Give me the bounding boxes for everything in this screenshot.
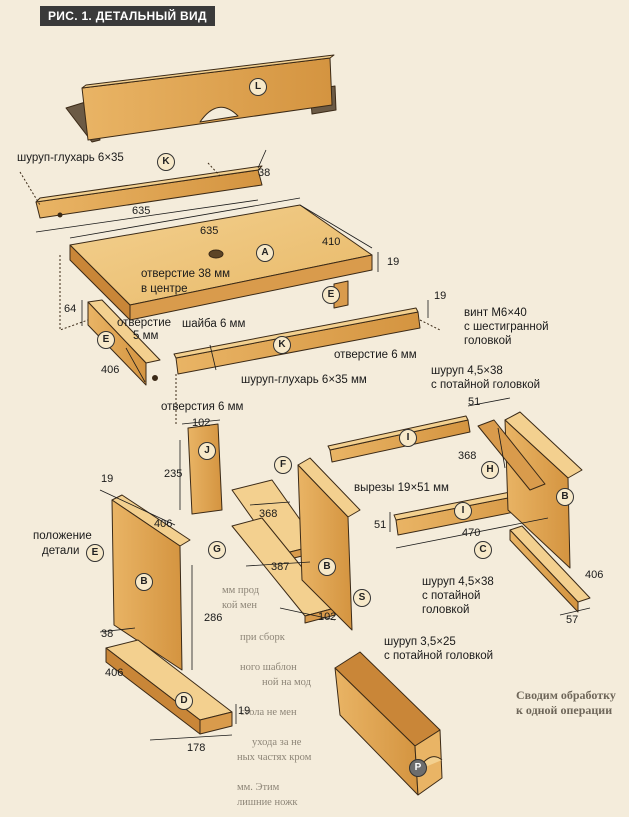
part-D — [105, 639, 233, 735]
part-badge-E: E — [86, 544, 104, 562]
bg-heading: Сводим обработку — [516, 688, 616, 702]
dim-406: 406 — [154, 518, 173, 530]
dim-635: 635 — [200, 225, 219, 237]
part-badge-I: I — [399, 429, 417, 447]
label-hole-5: отверстие — [117, 317, 172, 329]
part-badge-L: L — [249, 78, 267, 96]
part-badge-J: J — [198, 442, 216, 460]
dim-19: 19 — [101, 473, 114, 485]
bg-line: ухода за не — [252, 737, 302, 748]
bg-line: стола не мен — [240, 707, 297, 718]
part-badge-B: B — [556, 488, 574, 506]
dim-19: 19 — [238, 705, 251, 717]
label-holes-6: отверстия 6 мм — [161, 401, 244, 413]
bg-line: при сборк — [240, 632, 285, 643]
dim-178: 178 — [187, 742, 206, 754]
dim-19: 19 — [387, 256, 400, 268]
label-screw45-low: шуруп 4,5×38 — [422, 576, 494, 588]
part-badge-I: I — [454, 502, 472, 520]
dim-410: 410 — [322, 236, 341, 248]
label-position: положение — [33, 530, 92, 542]
label-screw35: шуруп 3,5×25 — [384, 636, 456, 648]
label-hole-38-b: в центре — [141, 283, 188, 295]
part-J — [187, 423, 223, 515]
dim-368: 368 — [458, 450, 477, 462]
dim-387: 387 — [271, 561, 290, 573]
part-badge-K: K — [157, 153, 175, 171]
dim-635: 635 — [132, 205, 151, 217]
part-badge-E: E — [322, 286, 340, 304]
dim-406: 406 — [585, 569, 604, 581]
part-badge-B: B — [318, 558, 336, 576]
label-screw45-low-b: с потайной — [422, 590, 481, 602]
dim-38: 38 — [101, 628, 114, 640]
part-A — [69, 204, 373, 321]
part-badge-H: H — [481, 461, 499, 479]
part-frame-right — [327, 411, 583, 569]
label-screw35-b: с потайной головкой — [384, 650, 494, 662]
bg-line: ного шаблон — [240, 662, 297, 673]
bg-line: кой мен — [222, 600, 257, 611]
label-screw45-top-b: с потайной головкой — [431, 379, 541, 391]
label-lag-screw-top: шуруп-глухарь 6×35 — [17, 152, 124, 164]
label-screw45-low-c: головкой — [422, 604, 470, 616]
dim-51: 51 — [374, 519, 387, 531]
dim-368: 368 — [259, 508, 278, 520]
dim-235: 235 — [164, 468, 183, 480]
bg-line: ной на мод — [262, 677, 311, 688]
part-badge-K: K — [273, 336, 291, 354]
dim-64: 64 — [64, 303, 77, 315]
label-hole-6: отверстие 6 мм — [334, 349, 417, 361]
part-badge-C: C — [474, 541, 492, 559]
dim-286: 286 — [204, 612, 223, 624]
label-machine-screw-c: головкой — [464, 335, 512, 347]
part-badge-A: A — [256, 244, 274, 262]
part-K-mid — [173, 307, 421, 375]
label-cutouts: вырезы 19×51 мм — [354, 482, 449, 494]
part-badge-F: F — [274, 456, 292, 474]
part-badge-G: G — [208, 541, 226, 559]
label-washer: шайба 6 мм — [182, 318, 246, 330]
dim-470: 470 — [462, 527, 481, 539]
dim-51: 51 — [468, 396, 481, 408]
part-B-mid — [297, 457, 361, 631]
dim-406: 406 — [105, 667, 124, 679]
part-K-top — [35, 165, 263, 219]
bg-heading-2: к одной операции — [516, 703, 613, 717]
dim-102: 102 — [318, 611, 337, 623]
dim-19: 19 — [434, 290, 447, 302]
part-L — [65, 54, 337, 143]
bg-line: ных частях кром — [237, 752, 312, 763]
figure-title: РИС. 1. ДЕТАЛЬНЫЙ ВИД — [40, 6, 215, 26]
bg-line: мм прод — [222, 585, 260, 596]
label-machine-screw: винт М6×40 — [464, 307, 527, 319]
label-hole-5-b: 5 мм — [133, 330, 159, 342]
label-machine-screw-b: с шестигранной — [464, 321, 549, 333]
bg-line: лишние ножк — [237, 797, 298, 808]
label-screw45-top: шуруп 4,5×38 — [431, 365, 503, 377]
bg-line: мм. Этим — [237, 782, 280, 793]
label-position-b: детали — [42, 545, 80, 557]
dim-406: 406 — [101, 364, 120, 376]
dim-38: 38 — [258, 167, 271, 179]
part-E-left — [87, 299, 161, 386]
dim-102: 102 — [192, 417, 211, 429]
part-C — [509, 525, 591, 613]
part-badge-B: B — [135, 573, 153, 591]
label-hole-38: отверстие 38 мм — [141, 268, 231, 280]
part-P — [334, 651, 443, 796]
part-badge-D: D — [175, 692, 193, 710]
part-badge-P: P — [409, 759, 427, 777]
part-badge-S: S — [353, 589, 371, 607]
dim-57: 57 — [566, 614, 579, 626]
label-lag-screw-mid: шуруп-глухарь 6×35 мм — [241, 374, 367, 386]
part-badge-E: E — [97, 331, 115, 349]
